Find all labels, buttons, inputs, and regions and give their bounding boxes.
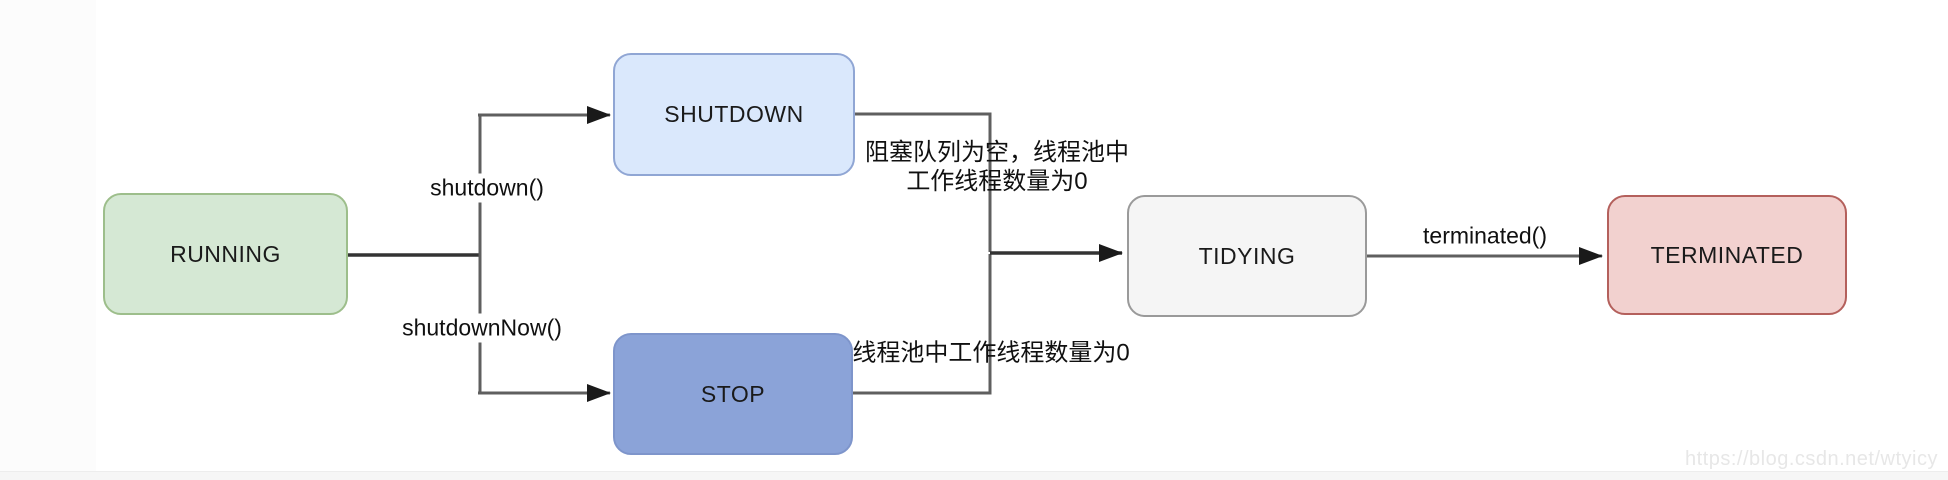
edge-stop-to-junction — [853, 254, 992, 395]
condition-line-1: 阻塞队列为空，线程池中 — [865, 139, 1129, 166]
state-node-terminated: TERMINATED — [1607, 195, 1847, 315]
watermark-url: https://blog.csdn.net/wtyicy — [1684, 448, 1938, 470]
edge-label-shutdown-now-call: shutdownNow() — [397, 313, 567, 343]
state-node-tidying: TIDYING — [1127, 195, 1367, 317]
state-label-stop: STOP — [700, 380, 766, 407]
edge-shutdown-to-junction — [855, 112, 992, 252]
page-edge-left — [0, 0, 96, 480]
state-label-terminated: TERMINATED — [1650, 241, 1804, 268]
state-node-running: RUNNING — [103, 193, 348, 315]
state-label-tidying: TIDYING — [1198, 242, 1296, 269]
state-label-running: RUNNING — [170, 240, 281, 267]
page-edge-bottom — [0, 471, 1948, 480]
edge-label-stop-to-tidying-condition: 线程池中工作线程数量为0 — [852, 339, 1130, 367]
edge-label-shutdown-call: shutdown() — [425, 173, 549, 203]
edge-label-shutdown-to-tidying-condition: 阻塞队列为空，线程池中 工作线程数量为0 — [865, 138, 1129, 196]
state-node-shutdown: SHUTDOWN — [613, 53, 855, 176]
edge-label-terminated-call: terminated() — [1423, 222, 1547, 249]
state-label-shutdown: SHUTDOWN — [664, 101, 804, 127]
state-node-stop: STOP — [613, 333, 853, 455]
condition-line-2: 工作线程数量为0 — [906, 168, 1088, 195]
